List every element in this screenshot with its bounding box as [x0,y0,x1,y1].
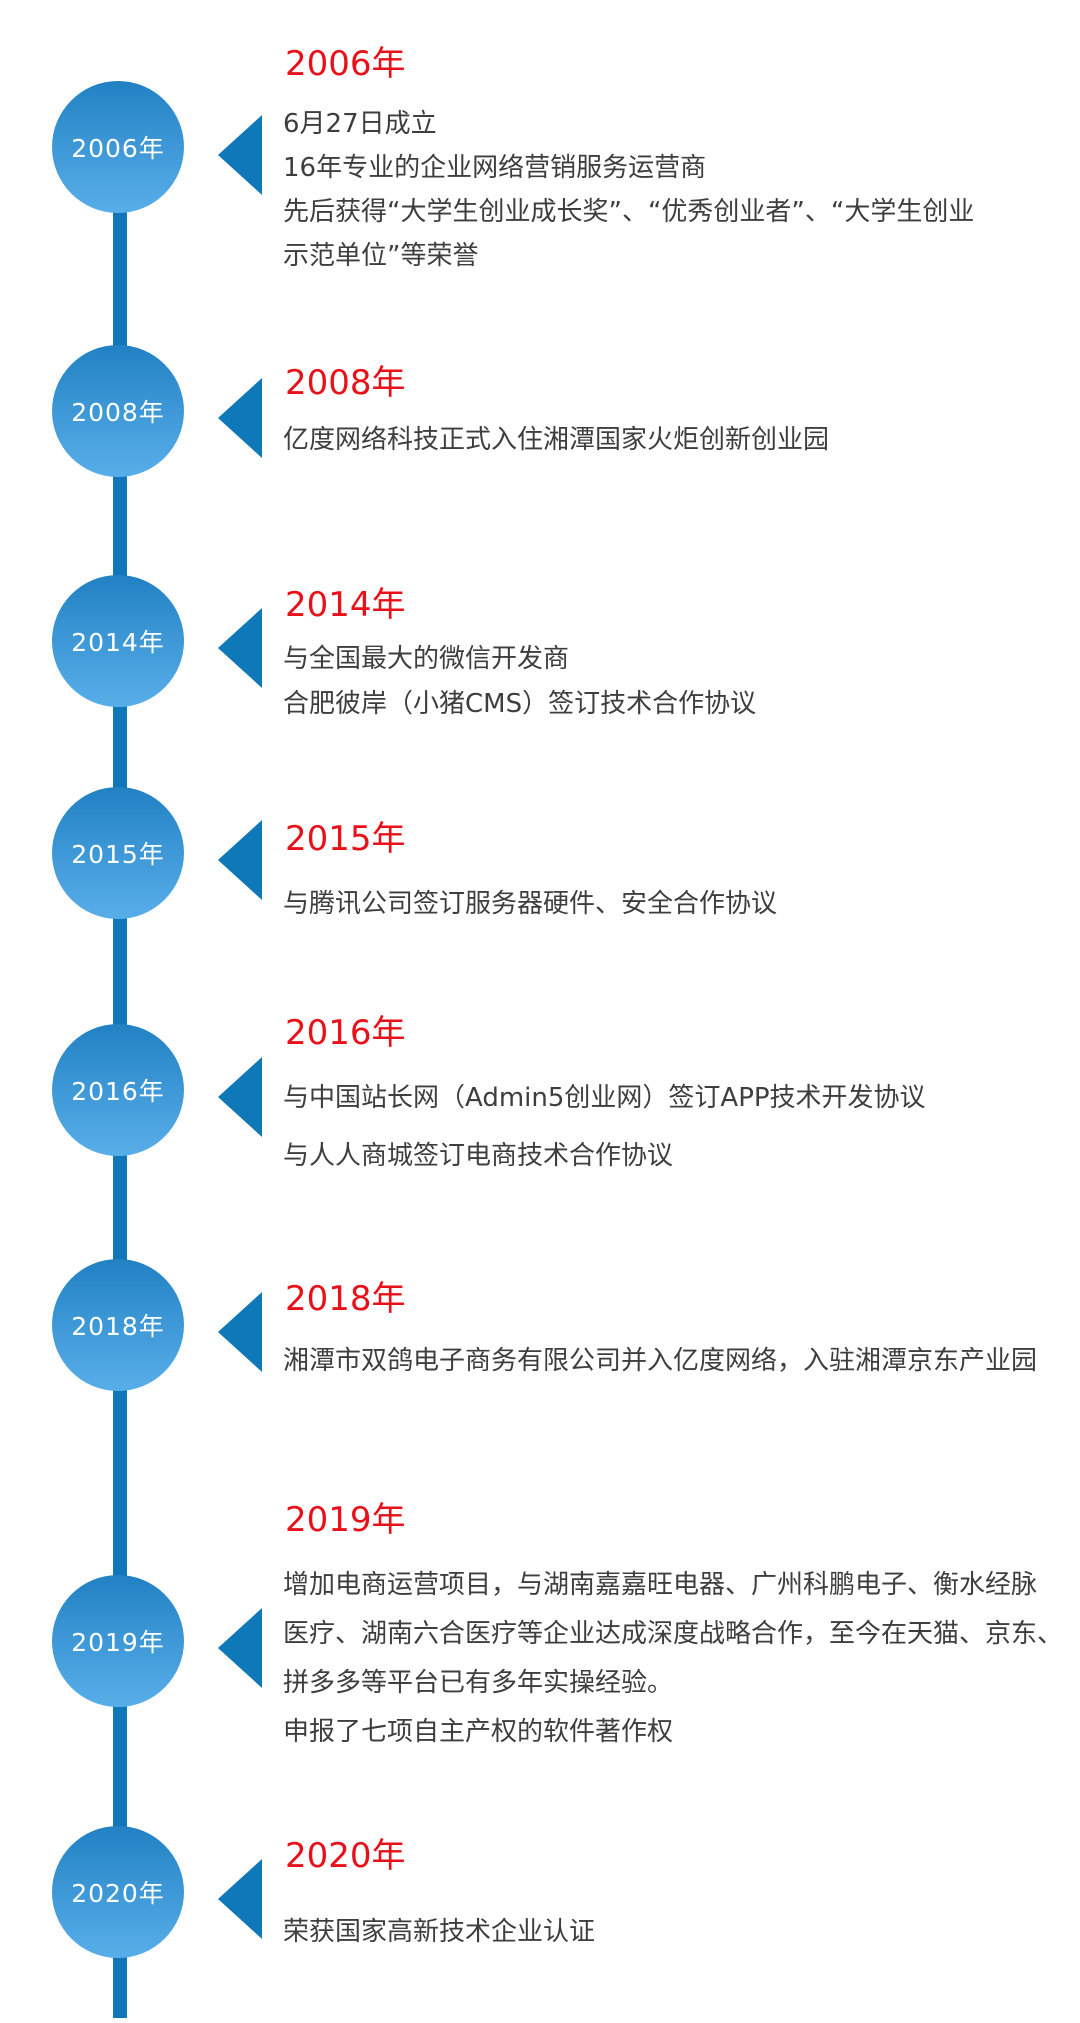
event-description-line: 与腾讯公司签订服务器硬件、安全合作协议 [283,888,778,919]
year-circle: 2015年 [52,787,184,919]
event-description-line: 示范单位”等荣誉 [283,240,479,271]
event-description-line: 6月27日成立 [283,108,437,139]
year-circle: 2019年 [52,1575,184,1707]
year-heading: 2016年 [285,1013,406,1053]
left-arrow-icon [218,820,262,900]
event-description-line: 增加电商运营项目，与湖南嘉嘉旺电器、广州科鹏电子、衡水经脉 [283,1570,1038,1600]
event-description-line: 先后获得“大学生创业成长奖”、“优秀创业者”、“大学生创业 [283,196,975,227]
year-circle-label: 2006年 [71,134,165,163]
left-arrow-icon [218,608,262,688]
year-heading: 2014年 [285,585,406,625]
year-circle: 2008年 [52,345,184,477]
year-heading: 2015年 [285,819,406,859]
left-arrow-icon [218,115,262,195]
event-description-line: 医疗、湖南六合医疗等企业达成深度战略合作，至今在天猫、京东、 [283,1619,1064,1649]
event-description-line: 荣获国家高新技术企业认证 [283,1916,596,1947]
left-arrow-icon [218,1292,262,1372]
event-description-line: 拼多多等平台已有多年实操经验。 [283,1668,674,1698]
year-circle-label: 2019年 [71,1628,165,1657]
year-heading: 2018年 [285,1279,406,1319]
left-arrow-icon [218,1608,262,1688]
left-arrow-icon [218,1859,262,1939]
year-heading: 2019年 [285,1500,406,1540]
year-circle-label: 2018年 [71,1312,165,1341]
event-description: 湘潭市双鸽电子商务有限公司并入亿度网络，入驻湘潭京东产业园 [283,1336,1075,1380]
year-circle-label: 2014年 [71,628,165,657]
year-heading: 2020年 [285,1836,406,1876]
year-circle-label: 2020年 [71,1879,165,1908]
year-circle: 2006年 [52,81,184,213]
event-description: 增加电商运营项目，与湖南嘉嘉旺电器、广州科鹏电子、衡水经脉医疗、湖南六合医疗等企… [283,1558,1075,1754]
year-circle-label: 2016年 [71,1077,165,1106]
event-description-line: 湘潭市双鸽电子商务有限公司并入亿度网络，入驻湘潭京东产业园 [283,1345,1038,1376]
event-description-line: 与人人商城签订电商技术合作协议 [283,1140,674,1171]
event-description-line: 合肥彼岸（小猪CMS）签订技术合作协议 [283,689,757,719]
event-description: 6月27日成立 16年专业的企业网络营销服务运营商先后获得“大学生创业成长奖”、“… [283,99,1075,275]
event-description: 荣获国家高新技术企业认证 [283,1907,1075,1951]
year-heading: 2006年 [285,44,406,84]
year-circle: 2020年 [52,1826,184,1958]
event-description-line: 亿度网络科技正式入住湘潭国家火炬创新创业园 [283,424,830,455]
event-description-line: 与中国站长网（Admin5创业网）签订APP技术开发协议 [283,1082,926,1113]
year-circle: 2014年 [52,575,184,707]
year-heading: 2008年 [285,363,406,403]
event-description: 与全国最大的微信开发商合肥彼岸（小猪CMS）签订技术合作协议 [283,634,1075,724]
event-description-line: 16年专业的企业网络营销服务运营商 [283,152,707,183]
event-description: 与腾讯公司签订服务器硬件、安全合作协议 [283,879,1075,923]
year-circle-label: 2008年 [71,398,165,427]
year-circle: 2018年 [52,1259,184,1391]
left-arrow-icon [218,1057,262,1137]
year-circle: 2016年 [52,1024,184,1156]
event-description-line: 申报了七项自主产权的软件著作权 [283,1717,674,1747]
year-circle-label: 2015年 [71,840,165,869]
event-description: 亿度网络科技正式入住湘潭国家火炬创新创业园 [283,415,1075,459]
event-description: 与中国站长网（Admin5创业网）签订APP技术开发协议与人人商城签订电商技术合… [283,1066,1075,1182]
left-arrow-icon [218,378,262,458]
event-description-line: 与全国最大的微信开发商 [283,644,570,674]
